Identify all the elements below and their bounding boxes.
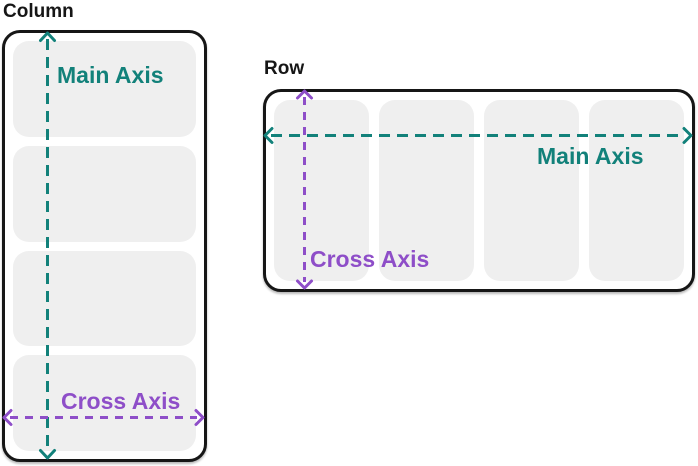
column-flex-item [13, 145, 196, 242]
column-container [2, 30, 207, 462]
row-flex-item [589, 100, 684, 281]
row-flex-item [274, 100, 369, 281]
column-flex-item [13, 250, 196, 347]
row-flex-item [379, 100, 474, 281]
column-cross-axis-label: Cross Axis [61, 388, 181, 414]
column-flex-item [13, 355, 196, 451]
row-flex-item [484, 100, 579, 281]
column-title: Column [3, 1, 74, 22]
row-cross-axis-label: Cross Axis [310, 246, 430, 272]
column-main-axis-label: Main Axis [57, 62, 164, 88]
row-title: Row [264, 58, 305, 79]
row-main-axis-label: Main Axis [537, 143, 644, 169]
column-flex-item [13, 41, 196, 137]
row-container [263, 89, 695, 292]
